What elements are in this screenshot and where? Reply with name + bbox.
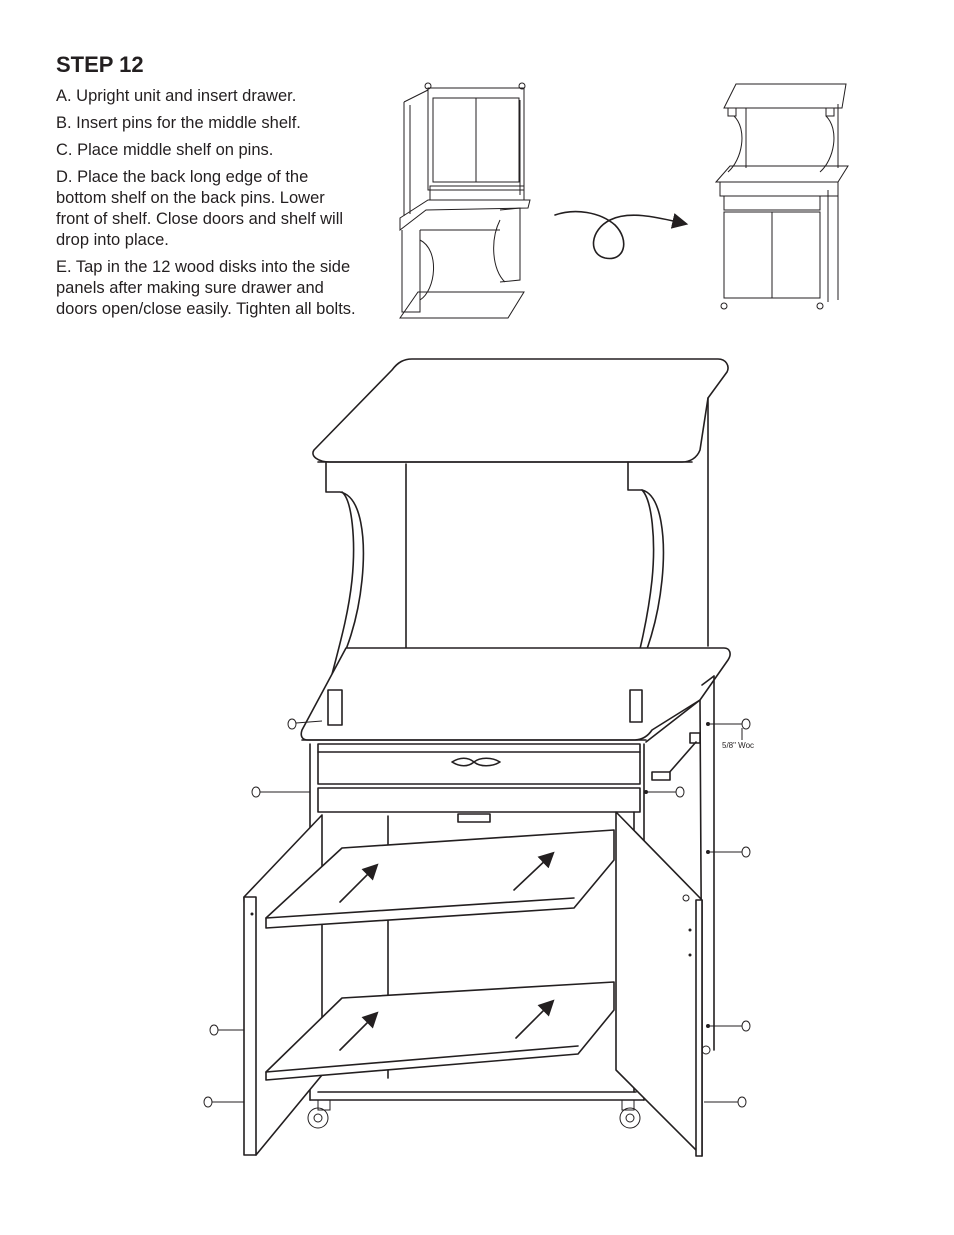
upright-cabinet-diagram	[714, 83, 849, 310]
up-arrow-icon	[339, 851, 555, 1051]
rotate-arrow-icon	[554, 210, 689, 260]
instruction-a: A. Upright unit and insert drawer.	[56, 87, 297, 105]
wood-disk-icon	[203, 718, 751, 1108]
step-title: STEP 12	[56, 52, 144, 77]
wood-disk-label: 5/8" Woc	[722, 741, 754, 750]
instruction-b: B. Insert pins for the middle shelf.	[56, 114, 301, 132]
instruction-e: E. Tap in the 12 wood disks into the sid…	[56, 258, 356, 318]
instruction-c: C. Place middle shelf on pins.	[56, 141, 274, 159]
instruction-list: A. Upright unit and insert drawer. B. In…	[56, 86, 356, 326]
main-cabinet-illustration	[243, 358, 731, 1157]
inverted-cabinet-diagram	[399, 82, 531, 319]
caster-wheels	[307, 1045, 711, 1129]
instruction-d: D. Place the back long edge of the botto…	[56, 168, 344, 249]
